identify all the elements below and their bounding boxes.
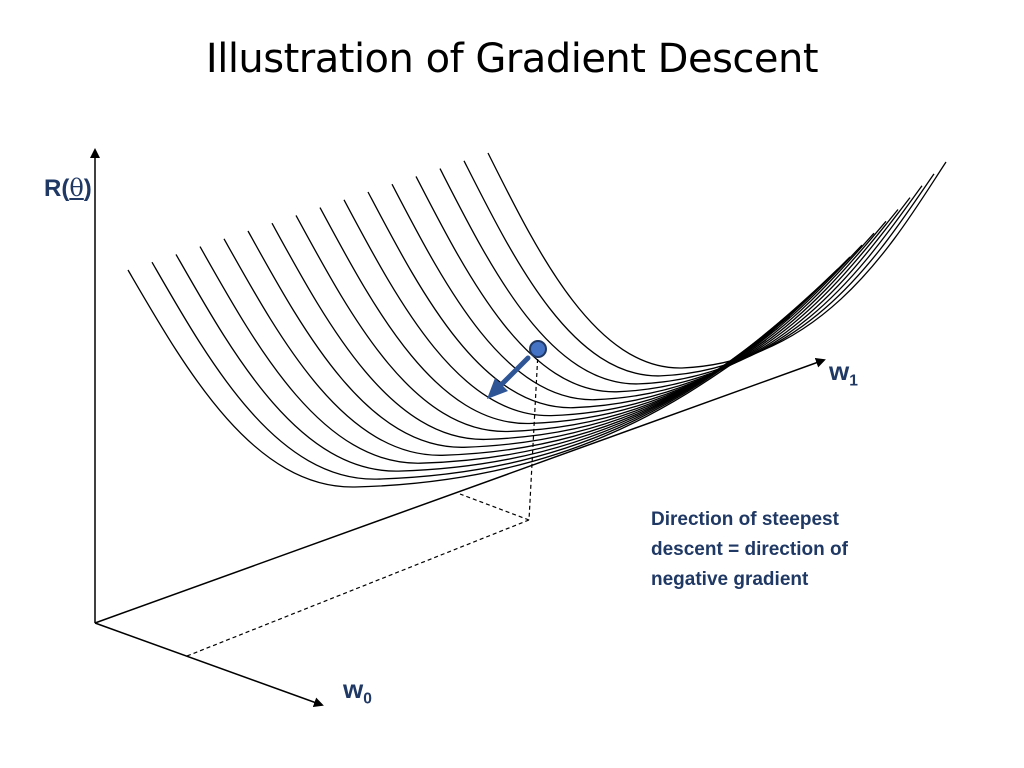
surface-curve: [487, 152, 947, 369]
surface-curve: [271, 222, 839, 441]
w0-axis: [94, 622, 324, 707]
surface-curve: [367, 191, 887, 409]
surface-curve: [175, 254, 791, 472]
slide-title: Illustration of Gradient Descent: [205, 36, 819, 82]
projection-w1-dashed: [186, 519, 530, 657]
annotation-line: Direction of steepest: [651, 509, 839, 530]
annotation-line: negative gradient: [651, 569, 809, 590]
gradient-arrow-head: [487, 378, 508, 399]
projection-w0-dashed: [459, 493, 530, 521]
loss-surface-curves: [127, 152, 947, 488]
w1-axis: [94, 358, 826, 624]
annotation-text: Direction of steepest descent = directio…: [651, 505, 901, 595]
gradient-arrow-shaft: [497, 355, 531, 389]
surface-curve: [319, 207, 863, 425]
vertical-axis-label: R(θ): [44, 174, 92, 203]
theta-symbol: θ: [69, 174, 84, 202]
surface-curve: [127, 269, 767, 488]
annotation-line: descent = direction of: [651, 539, 848, 560]
surface-curve: [463, 160, 935, 377]
w0-axis-label: w0: [343, 674, 372, 708]
surface-curve: [439, 168, 923, 385]
surface-curve: [151, 261, 779, 480]
current-point: [529, 340, 547, 358]
w1-axis-label: w1: [829, 356, 858, 390]
w0-axis-label-subscript: 0: [363, 690, 372, 708]
vertical-axis-label-suffix: ): [83, 175, 92, 202]
w0-axis-label-base: w: [343, 674, 364, 704]
vertical-axis-label-prefix: R(: [44, 175, 70, 202]
surface-curve: [295, 215, 851, 433]
projection-vertical-dashed: [528, 351, 539, 521]
surface-curve: [343, 199, 875, 417]
surface-curve: [247, 230, 827, 448]
w1-axis-label-subscript: 1: [849, 372, 858, 390]
w1-axis-label-base: w: [829, 356, 850, 386]
surface-curve: [415, 176, 911, 393]
surface-curve: [391, 183, 899, 401]
